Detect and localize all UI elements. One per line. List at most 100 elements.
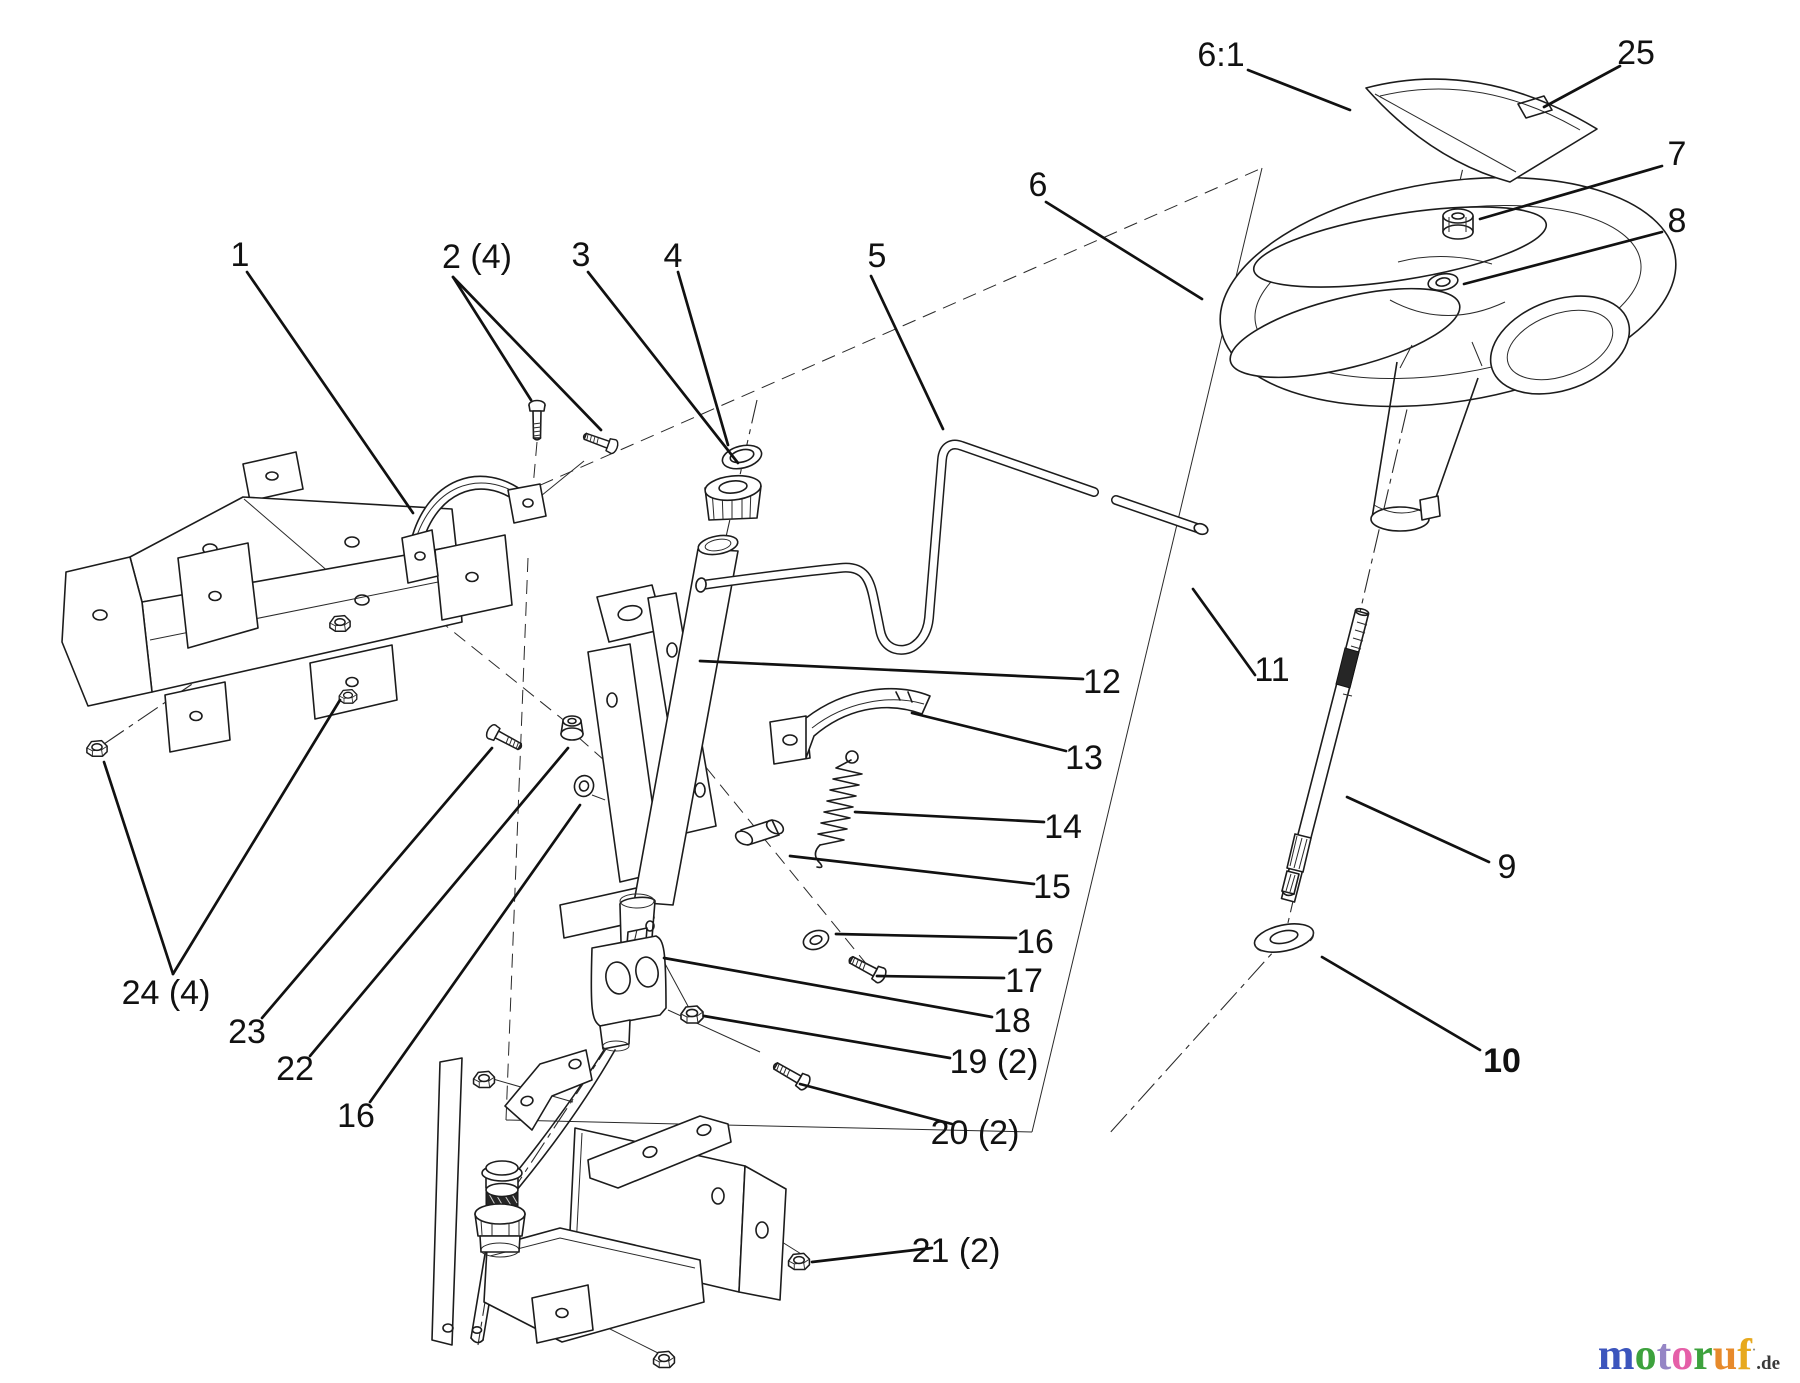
callout-label-4-3: 4 — [664, 237, 683, 275]
callout-label-212-22: 21 (2) — [912, 1232, 1001, 1270]
hub-washer — [1427, 272, 1459, 292]
leader-line — [260, 746, 494, 1020]
hex-bolt-17 — [845, 951, 889, 986]
leader-line — [834, 932, 1018, 940]
leader-line — [853, 810, 1046, 824]
leader-line — [869, 274, 945, 431]
logo-letter: u — [1712, 1330, 1738, 1379]
callout-label-16-26: 16 — [337, 1097, 375, 1135]
callout-label-192-20: 19 (2) — [950, 1043, 1039, 1081]
leader-line — [308, 746, 570, 1058]
callout-label-17-18: 17 — [1005, 962, 1043, 1000]
leader-line — [798, 1082, 954, 1126]
logo-letter: o — [1634, 1330, 1657, 1379]
splined-bushing — [704, 474, 762, 521]
callout-label-16-17: 16 — [1016, 923, 1054, 961]
leader-line — [1320, 955, 1482, 1052]
callout-label-244-23: 24 (4) — [122, 974, 211, 1012]
leader-line — [245, 270, 415, 515]
logo-letter: t — [1656, 1330, 1672, 1379]
leader-line — [1191, 587, 1257, 677]
callout-label-24-1: 2 (4) — [442, 238, 512, 276]
leader-line — [788, 854, 1036, 886]
steering-clamp — [401, 475, 547, 584]
leader-line — [698, 659, 1085, 681]
callout-label-25-7: 25 — [1617, 34, 1655, 72]
dash-panel-bracket — [61, 451, 513, 753]
leader-line — [1345, 795, 1491, 864]
callout-label-202-21: 20 (2) — [931, 1114, 1020, 1152]
leader-line — [586, 270, 740, 465]
retaining-ring — [721, 444, 763, 470]
washer-16-left — [573, 774, 595, 798]
logo-letter: f — [1737, 1330, 1752, 1379]
logo-suffix: .de — [1756, 1353, 1780, 1374]
leader-line — [1044, 200, 1204, 301]
logo-letter: m — [1597, 1330, 1635, 1379]
callout-label-5-4: 5 — [868, 237, 887, 275]
leader-line — [875, 974, 1006, 980]
leader-line — [1462, 230, 1664, 286]
washer-16-right — [802, 929, 830, 951]
logo-letter: o — [1671, 1330, 1694, 1379]
callout-label-10-11: 10 — [1483, 1042, 1521, 1080]
hex-nut-21a — [472, 1070, 496, 1089]
callout-label-6:1-6: 6:1 — [1197, 36, 1244, 74]
steering-column — [559, 534, 739, 939]
callout-label-1-0: 1 — [231, 236, 250, 274]
callout-label-9-10: 9 — [1498, 848, 1517, 886]
leader-line — [676, 270, 730, 447]
leader-line — [1246, 68, 1352, 112]
callout-label-8-9: 8 — [1668, 202, 1687, 240]
logo-trademark: · — [1751, 1341, 1757, 1357]
leader-line — [451, 275, 603, 432]
control-rod — [695, 439, 1099, 655]
leader-line — [171, 698, 342, 976]
callout-label-13-14: 13 — [1065, 739, 1103, 777]
leader-line — [368, 803, 582, 1104]
callout-label-11-12: 11 — [1254, 651, 1289, 689]
leader-line — [702, 1014, 952, 1060]
callout-label-15-16: 15 — [1033, 868, 1071, 906]
hex-nut-21b — [787, 1252, 811, 1271]
spacer — [734, 819, 785, 846]
leader-line — [910, 711, 1068, 753]
cap-emblem — [1517, 95, 1553, 119]
hub-nut — [1442, 208, 1474, 240]
callout-label-12-13: 12 — [1083, 663, 1121, 701]
leader-line — [451, 275, 533, 402]
logo-letter: r — [1693, 1330, 1713, 1379]
leader-line — [1542, 64, 1622, 109]
motoruf-logo: motoruf·.de — [1598, 1333, 1780, 1377]
callout-label-14-15: 14 — [1044, 808, 1082, 846]
leader-line — [102, 760, 175, 976]
wheel-cap — [1365, 78, 1598, 183]
leader-line — [1478, 164, 1664, 221]
hex-nut-21c — [652, 1350, 676, 1369]
steering-wheel — [1219, 176, 1677, 532]
tension-spring — [814, 750, 863, 869]
flange-nut-22 — [560, 715, 584, 741]
leader-line — [810, 1246, 934, 1264]
callout-label-6-5: 6 — [1029, 166, 1048, 204]
rod-end — [1111, 495, 1209, 536]
leader-line — [662, 956, 994, 1019]
callout-label-23-24: 23 — [228, 1013, 266, 1051]
lower-mount — [431, 1049, 787, 1346]
column-bushing-stack — [474, 1160, 526, 1258]
hex-bolt-24c — [338, 688, 358, 704]
latch-pawl — [769, 688, 931, 765]
callout-label-22-25: 22 — [276, 1050, 314, 1088]
steering-shaft — [1280, 607, 1370, 903]
shaft-washer — [1253, 923, 1315, 953]
callout-label-3-2: 3 — [572, 236, 591, 274]
callout-label-18-19: 18 — [993, 1002, 1031, 1040]
universal-joint — [590, 893, 667, 1052]
callout-label-7-8: 7 — [1668, 135, 1687, 173]
clamp-bolts — [528, 399, 621, 456]
hex-nut-24b — [329, 614, 351, 633]
hex-nut-19 — [680, 1005, 704, 1024]
